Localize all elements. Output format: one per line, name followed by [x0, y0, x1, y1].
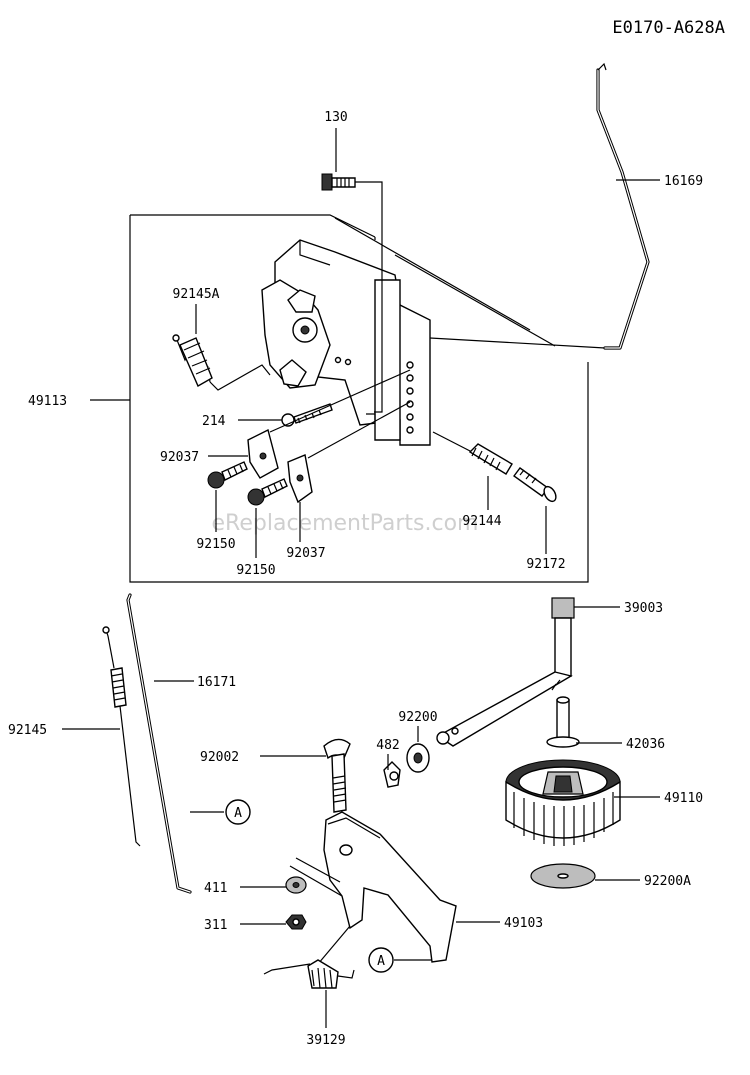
- callout-49103: 49103: [504, 916, 543, 931]
- washer-411: [285, 876, 307, 894]
- callout-92172: 92172: [526, 557, 565, 572]
- callout-92145: 92145: [8, 723, 47, 738]
- callout-92037-upper: 92037: [160, 450, 199, 465]
- callout-49110: 49110: [664, 791, 703, 806]
- governor-plate-assembly: [261, 181, 606, 446]
- spring-92144: [432, 431, 513, 475]
- rod-16169: [596, 62, 650, 350]
- callout-39129: 39129: [306, 1033, 345, 1048]
- screw-92150-lower: [247, 478, 288, 506]
- watermark: eReplacementParts.com: [212, 511, 479, 536]
- callout-92150-lower: 92150: [236, 563, 275, 578]
- callout-39003: 39003: [624, 601, 663, 616]
- diagram-code: E0170-A628A: [612, 18, 725, 38]
- bracket-92037-upper: [247, 369, 411, 479]
- washer-92200A: [530, 863, 596, 889]
- callout-92037-lower: 92037: [286, 546, 325, 561]
- clip-482: [383, 761, 401, 788]
- group-49113-frame: [129, 214, 589, 583]
- callout-16171: 16171: [197, 675, 236, 690]
- marker-A-lower: A: [368, 947, 394, 973]
- gear-49110: [505, 759, 621, 846]
- marker-A-lower-text: A: [377, 954, 385, 969]
- callout-49113: 49113: [28, 394, 67, 409]
- leader-lines: [62, 128, 660, 1028]
- callout-482: 482: [376, 738, 399, 753]
- lever-49103: [289, 811, 457, 963]
- callout-92150-upper: 92150: [196, 537, 235, 552]
- nut-311: [285, 914, 307, 930]
- bolt-92002: [323, 738, 351, 813]
- spring-39129: [263, 925, 355, 989]
- spring-92145: [102, 626, 141, 847]
- pin-42036: [546, 696, 580, 748]
- callout-42036: 42036: [626, 737, 665, 752]
- callout-130: 130: [324, 110, 347, 125]
- callout-92200A: 92200A: [644, 874, 691, 889]
- callout-92200: 92200: [398, 710, 437, 725]
- marker-A-upper-text: A: [234, 806, 242, 821]
- washer-92200: [406, 743, 430, 773]
- callout-92145A: 92145A: [173, 287, 220, 302]
- screw-92150-upper: [207, 461, 248, 489]
- screw-130: [321, 173, 356, 191]
- callout-16169: 16169: [664, 174, 703, 189]
- callout-411: 411: [204, 881, 227, 896]
- marker-A-upper: A: [225, 799, 251, 825]
- bolt-92172: [513, 467, 557, 503]
- callout-214: 214: [202, 414, 226, 429]
- spring-92145A: [172, 334, 271, 391]
- callout-92144: 92144: [462, 514, 501, 529]
- shaft-39003: [436, 597, 575, 747]
- callout-311: 311: [204, 918, 227, 933]
- callout-92002: 92002: [200, 750, 239, 765]
- bracket-92037-lower: [287, 401, 411, 504]
- rod-16171: [126, 593, 192, 894]
